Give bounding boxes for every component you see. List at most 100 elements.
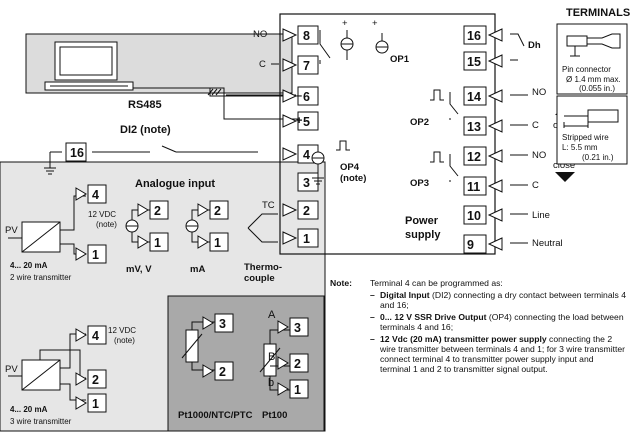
terminal-number: 6	[303, 90, 310, 104]
note-item: –Digital Input (DI2) connecting a dry co…	[370, 290, 626, 310]
terminal-number: 4	[92, 329, 99, 343]
pin-connector-spec: Ø 1.4 mm max.	[566, 75, 621, 84]
terminal-number: 10	[467, 209, 481, 223]
input-terminal-2: 2	[75, 369, 107, 389]
terminal-number: 2	[219, 365, 226, 379]
thermocouple-label-2: couple	[244, 273, 275, 284]
op4-label: OP4	[340, 162, 360, 173]
no-label-8: NO	[253, 29, 267, 40]
power-supply-label-1: Power	[405, 215, 439, 227]
input-terminal-3: 3	[202, 313, 234, 333]
transmitter-3-wire	[8, 333, 86, 401]
input-terminal-1: 1	[277, 379, 309, 399]
note-heading: Note:	[330, 278, 352, 288]
terminal-8: 8	[282, 25, 319, 45]
terminal-9: 9	[463, 234, 503, 254]
op1-label: OP1	[390, 54, 410, 65]
input-terminal-2: 2	[202, 361, 234, 381]
input-terminals: 2 1 2 1 4 1 4 2 1 3 2 3 2 1	[75, 184, 309, 413]
power-supply-label-2: supply	[405, 229, 441, 241]
terminal-number: 9	[467, 238, 474, 252]
terminal-number: 2	[303, 204, 310, 218]
pin-connector-label: Pin connector	[562, 65, 611, 74]
tc-label: TC	[262, 200, 275, 211]
input-terminal-2: 2	[137, 200, 169, 220]
note-item: –0... 12 V SSR Drive Output (OP4) connec…	[370, 312, 624, 332]
terminal-column-left: 8 7 6 5 4 3 2 1	[282, 25, 319, 248]
no-label-14: NO	[532, 87, 546, 98]
terminal-1: 1	[282, 228, 319, 248]
terminal-15: 15	[463, 51, 503, 71]
terminal-16: 16	[463, 25, 503, 45]
c-label-13: C	[532, 120, 539, 131]
input-terminal-2: 2	[277, 353, 309, 373]
op3-label: OP3	[410, 178, 429, 189]
pt100-b-label: b	[268, 377, 274, 389]
pv-label-1: PV	[5, 225, 18, 236]
terminal-number: 4	[92, 188, 99, 202]
range-label-2: 4... 20 mA	[10, 405, 48, 414]
rs485-plus: +	[296, 115, 302, 127]
terminal-2: 2	[282, 200, 319, 220]
wire3-label: 3 wire transmitter	[10, 417, 72, 426]
controller-outline	[279, 13, 496, 255]
stripped-wire-icon	[563, 109, 619, 128]
terminal-number: 1	[294, 383, 301, 397]
thermocouple-label-1: Thermo-	[244, 262, 282, 273]
c-label-7: C	[259, 59, 266, 70]
terminal-number: 1	[303, 232, 310, 246]
wire2-label: 2 wire transmitter	[10, 273, 72, 282]
input-terminal-3: 3	[277, 317, 309, 337]
terminal-13: 13	[463, 116, 503, 136]
ma-label: mA	[190, 264, 205, 275]
terminal-number: 7	[303, 59, 310, 73]
svg-text:16: 16	[70, 146, 84, 160]
range-label-1: 4... 20 mA	[10, 261, 48, 270]
computer-icon	[44, 41, 134, 91]
op4-note: (note)	[340, 173, 366, 184]
terminal-number: 3	[294, 321, 301, 335]
terminals-title: TERMINALS	[566, 7, 630, 19]
terminal-5: 5	[282, 111, 319, 131]
close-arrow-icon	[555, 172, 575, 182]
input-terminal-2: 2	[197, 200, 229, 220]
terminal-6: 6	[282, 86, 319, 106]
analogue-input-title: Analogue input	[135, 178, 215, 190]
terminal-number: 13	[467, 120, 481, 134]
rs485-minus: –	[296, 90, 302, 102]
note-paren-2: (note)	[114, 336, 135, 345]
vdc12-label-1: 12 VDC	[88, 210, 116, 219]
input-terminal-1: 1	[75, 393, 107, 413]
pt100-resistor	[259, 329, 290, 391]
terminal-number: 2	[214, 204, 221, 218]
terminal-number: 4	[303, 148, 310, 162]
terminal-number: 11	[467, 180, 480, 194]
terminal-7: 7	[282, 55, 319, 75]
terminal-number: 5	[303, 115, 310, 129]
terminal-number: 3	[219, 317, 226, 331]
terminal-number: 8	[303, 29, 310, 43]
terminal-number: 1	[154, 236, 161, 250]
terminal-3: 3	[297, 172, 319, 192]
di2-label: DI2 (note)	[120, 124, 171, 136]
terminal-number: 1	[92, 248, 99, 262]
terminal-number: 14	[467, 90, 481, 104]
input-terminal-4: 4	[75, 325, 107, 345]
input-terminal-1: 1	[197, 232, 229, 252]
note-item: –12 Vdc (20 mA) transmitter power supply…	[370, 334, 626, 374]
terminal-column-right: 16 15 14 13 12 11 10 9	[463, 25, 503, 254]
stripped-wire-label: Stripped wire	[562, 133, 609, 142]
terminal-number: 1	[214, 236, 221, 250]
pin-connector-icon	[566, 33, 621, 57]
terminal-number: 3	[303, 176, 310, 190]
note-block: Note: Terminal 4 can be programmed as: –…	[330, 278, 626, 376]
c-label-11: C	[532, 180, 539, 191]
terminal-number: 2	[154, 204, 161, 218]
svg-text:+: +	[372, 18, 378, 29]
terminal-number: 12	[467, 150, 481, 164]
terminal-11: 11	[463, 176, 503, 196]
close-label: close	[553, 160, 575, 171]
op3-relay-symbol	[430, 151, 459, 182]
pt1000-label: Pt1000/NTC/PTC	[178, 410, 253, 421]
